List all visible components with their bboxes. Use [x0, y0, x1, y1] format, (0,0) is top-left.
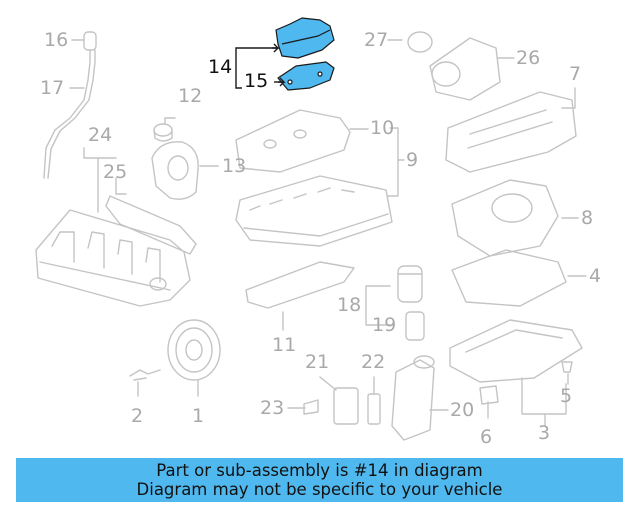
callout-25: 25 — [103, 161, 128, 183]
callout-3: 3 — [538, 422, 551, 444]
highlighted-part-15 — [277, 61, 335, 91]
cylinder-head — [235, 175, 393, 247]
oil-pan-gasket — [451, 249, 567, 307]
callout-14-leaders — [235, 43, 286, 89]
oil-baffle — [451, 179, 559, 257]
crank-pulley — [167, 319, 221, 381]
callout-18: 18 — [337, 294, 362, 316]
intake-gasket — [105, 195, 197, 255]
callout-17: 17 — [40, 77, 65, 99]
callout-19: 19 — [372, 314, 397, 336]
oil-cooler-group — [303, 355, 573, 441]
callout-6: 6 — [480, 426, 493, 448]
callout-20: 20 — [450, 399, 475, 421]
callout-5: 5 — [560, 385, 573, 407]
caption-banner: Part or sub-assembly is #14 in diagram D… — [16, 458, 623, 502]
highlighted-part-14 — [275, 17, 335, 59]
callout-26: 26 — [516, 47, 541, 69]
valve-cover — [235, 109, 351, 173]
pulley-bolt — [129, 369, 161, 381]
callout-22: 22 — [361, 351, 386, 373]
callout-2: 2 — [131, 405, 144, 427]
callout-23: 23 — [260, 397, 285, 419]
caption-line-1: Part or sub-assembly is #14 in diagram — [156, 461, 483, 480]
callout-21: 21 — [305, 351, 330, 373]
callout-8: 8 — [581, 207, 594, 229]
callout-27: 27 — [364, 29, 389, 51]
intake-manifold — [35, 209, 191, 307]
caption-line-2: Diagram may not be specific to your vehi… — [136, 480, 503, 499]
callout-10: 10 — [370, 117, 395, 139]
callout-12: 12 — [178, 85, 203, 107]
vacuum-pump — [407, 31, 501, 101]
callout-1: 1 — [192, 405, 205, 427]
callout-13: 13 — [222, 155, 247, 177]
timing-cover — [151, 123, 199, 200]
callout-16: 16 — [44, 29, 69, 51]
callout-11: 11 — [272, 334, 297, 356]
leader-lines — [69, 39, 587, 427]
callout-9: 9 — [406, 149, 419, 171]
upper-oil-pan — [445, 91, 577, 173]
head-gasket — [245, 261, 355, 309]
callout-15: 15 — [244, 70, 269, 92]
callout-4: 4 — [589, 265, 602, 287]
oil-dipstick — [43, 31, 97, 179]
lower-oil-pan — [449, 319, 583, 383]
callout-14: 14 — [208, 56, 233, 78]
callout-24: 24 — [88, 124, 113, 146]
callout-7: 7 — [569, 63, 582, 85]
oil-filter — [397, 265, 425, 341]
